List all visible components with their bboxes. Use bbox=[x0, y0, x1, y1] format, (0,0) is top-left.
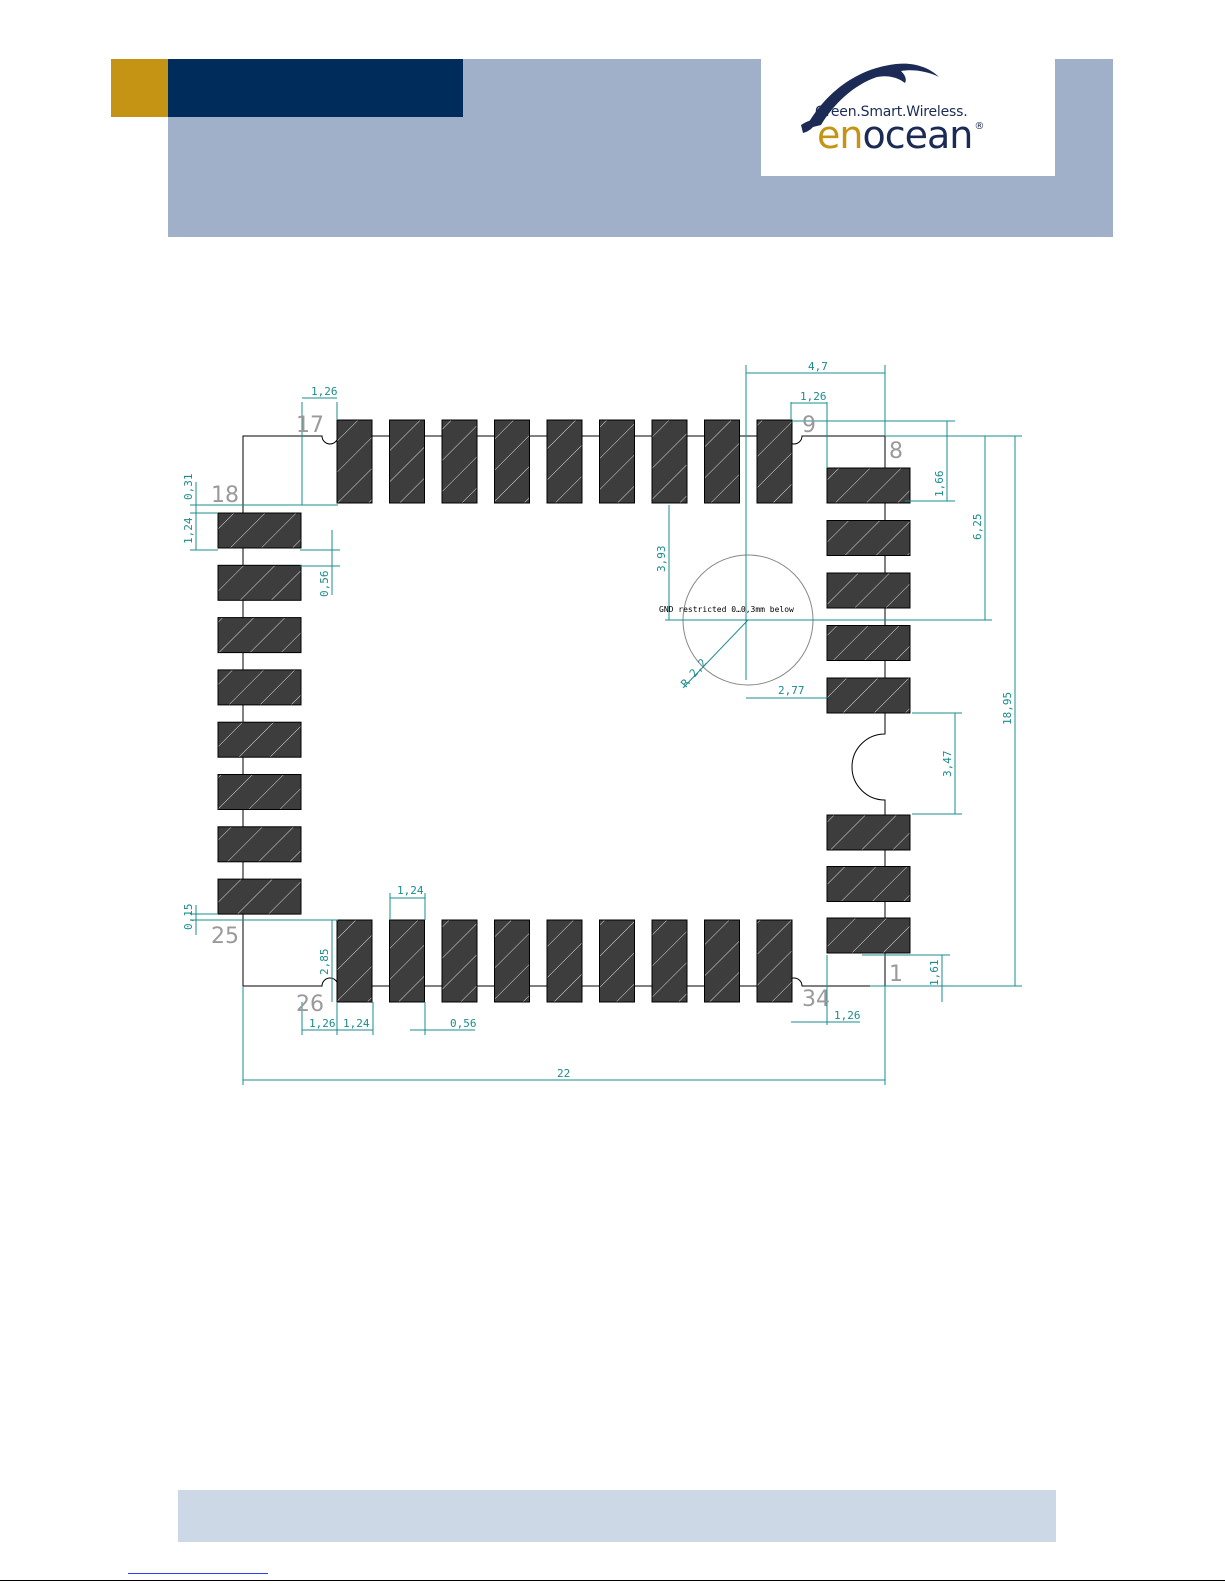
pin-label-8: 8 bbox=[889, 439, 903, 464]
dim-056-left: 0,56 bbox=[318, 571, 331, 598]
pad-right-2 bbox=[827, 867, 910, 902]
pad-left-18 bbox=[218, 513, 301, 548]
pad-right-4 bbox=[827, 678, 910, 713]
footer-link-underline[interactable] bbox=[128, 1573, 268, 1574]
pad-top-13 bbox=[547, 420, 582, 503]
dim-126-bottom-left: 1,26 bbox=[309, 1017, 336, 1030]
dim-285: 2,85 bbox=[318, 949, 331, 976]
pad-left-23 bbox=[218, 775, 301, 810]
pad-left-21 bbox=[218, 670, 301, 705]
dim-1895: 18,95 bbox=[1001, 692, 1014, 725]
pad-bottom-31 bbox=[600, 920, 635, 1002]
pad-top-14 bbox=[495, 420, 530, 503]
bottom-rule bbox=[0, 1580, 1225, 1581]
dim-126-top-left: 1,26 bbox=[311, 385, 338, 398]
pad-top-12 bbox=[600, 420, 635, 503]
pin-label-18: 18 bbox=[211, 483, 239, 508]
pin-label-34: 34 bbox=[802, 987, 830, 1012]
dim-124-bottom-left: 1,24 bbox=[343, 1017, 370, 1030]
pad-left-25 bbox=[218, 879, 301, 914]
pad-top-17 bbox=[337, 420, 372, 503]
pin-label-17: 17 bbox=[296, 413, 324, 438]
pad-right-6 bbox=[827, 573, 910, 608]
pad-top-9 bbox=[757, 420, 792, 503]
dim-r22: R 2,2 bbox=[678, 656, 709, 690]
pin-label-9: 9 bbox=[802, 413, 816, 438]
pad-top-15 bbox=[442, 420, 477, 503]
dim-625: 6,25 bbox=[971, 514, 984, 541]
module-outline bbox=[243, 436, 885, 986]
gnd-note: GND restricted 0…0,3mm below bbox=[659, 605, 794, 614]
pad-left-24 bbox=[218, 827, 301, 862]
dim-277: 2,77 bbox=[778, 684, 805, 697]
pad-right-5 bbox=[827, 626, 910, 661]
pin-label-26: 26 bbox=[296, 992, 324, 1017]
pin-label-1: 1 bbox=[889, 962, 903, 987]
pad-top-11 bbox=[652, 420, 687, 503]
dim-47: 4,7 bbox=[808, 360, 828, 373]
pad-right-1 bbox=[827, 918, 910, 953]
dim-124-bottom-top: 1,24 bbox=[397, 884, 424, 897]
pin-label-25: 25 bbox=[211, 924, 239, 949]
pad-bottom-26 bbox=[337, 920, 372, 1002]
pad-top-16 bbox=[390, 420, 425, 503]
pad-bottom-29 bbox=[495, 920, 530, 1002]
pad-bottom-32 bbox=[652, 920, 687, 1002]
pad-bottom-28 bbox=[442, 920, 477, 1002]
pad-left-20 bbox=[218, 618, 301, 653]
dim-166: 1,66 bbox=[933, 471, 946, 498]
pad-bottom-30 bbox=[547, 920, 582, 1002]
dim-161: 1,61 bbox=[928, 960, 941, 987]
pad-bottom-34 bbox=[757, 920, 792, 1002]
pads-group bbox=[218, 420, 910, 1002]
dim-347: 3,47 bbox=[941, 751, 954, 778]
dim-056-bottom: 0,56 bbox=[450, 1017, 477, 1030]
dim-126-bottom-right: 1,26 bbox=[834, 1009, 861, 1022]
pad-left-22 bbox=[218, 722, 301, 757]
pad-top-10 bbox=[705, 420, 740, 503]
pad-right-7 bbox=[827, 521, 910, 556]
dim-015: 0,15 bbox=[182, 904, 195, 931]
pad-bottom-27 bbox=[390, 920, 425, 1002]
pad-right-3 bbox=[827, 815, 910, 850]
pad-bottom-33 bbox=[705, 920, 740, 1002]
footer-band bbox=[178, 1490, 1056, 1542]
pad-right-8 bbox=[827, 468, 910, 503]
dim-393: 3,93 bbox=[655, 546, 668, 573]
dim-124-left: 1,24 bbox=[182, 517, 195, 544]
dim-031: 0,31 bbox=[182, 474, 195, 501]
dim-126-top-right: 1,26 bbox=[800, 390, 827, 403]
dim-22: 22 bbox=[557, 1067, 570, 1080]
pad-left-19 bbox=[218, 565, 301, 600]
